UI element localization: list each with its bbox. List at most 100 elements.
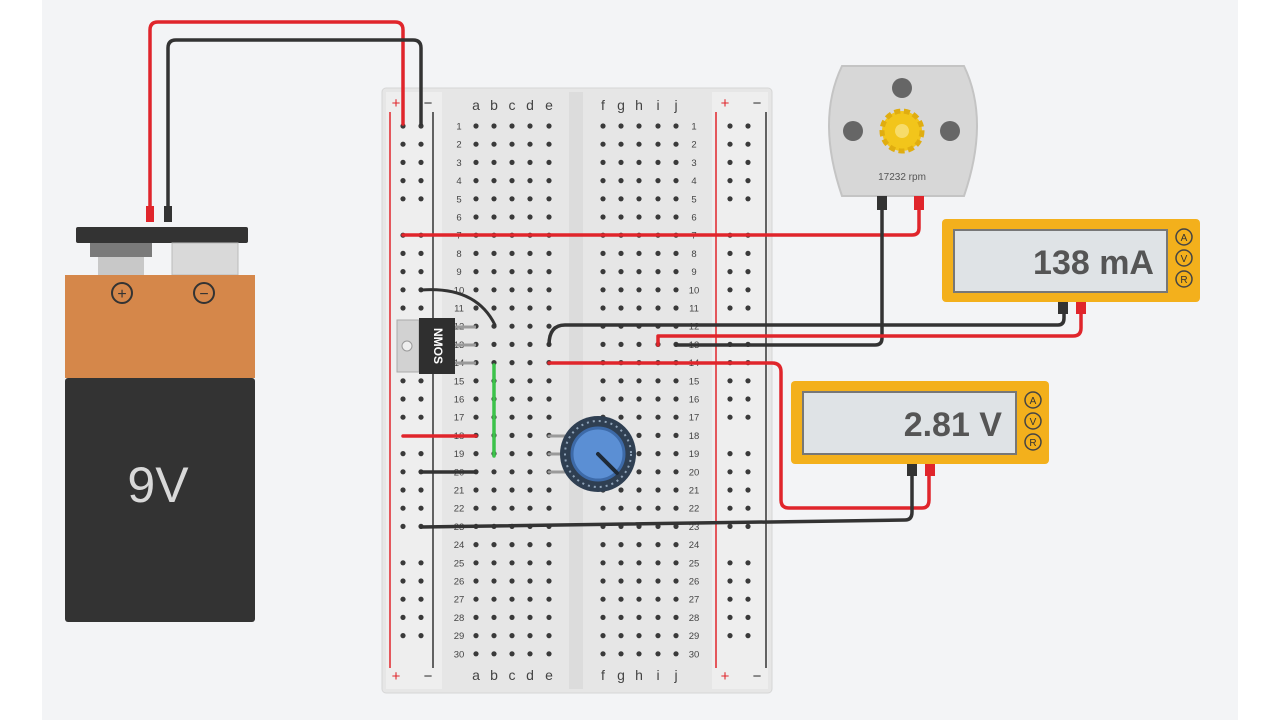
rail-hole[interactable] bbox=[418, 578, 424, 584]
breadboard-hole[interactable] bbox=[673, 287, 679, 293]
breadboard-hole[interactable] bbox=[673, 141, 679, 147]
breadboard-hole[interactable] bbox=[600, 505, 606, 511]
breadboard-holes[interactable] bbox=[400, 123, 751, 657]
breadboard-hole[interactable] bbox=[655, 196, 661, 202]
rail-hole[interactable] bbox=[400, 560, 406, 566]
breadboard-hole[interactable] bbox=[491, 269, 497, 275]
breadboard-hole[interactable] bbox=[618, 305, 624, 311]
breadboard-hole[interactable] bbox=[509, 469, 515, 475]
breadboard-hole[interactable] bbox=[600, 178, 606, 184]
breadboard-hole[interactable] bbox=[655, 432, 661, 438]
breadboard-hole[interactable] bbox=[473, 159, 479, 165]
breadboard-hole[interactable] bbox=[636, 341, 642, 347]
breadboard-hole[interactable] bbox=[546, 305, 552, 311]
breadboard-hole[interactable] bbox=[527, 633, 533, 639]
breadboard-hole[interactable] bbox=[527, 505, 533, 511]
breadboard-hole[interactable] bbox=[618, 414, 624, 420]
breadboard-hole[interactable] bbox=[491, 614, 497, 621]
wires[interactable] bbox=[148, 20, 1083, 529]
rail-hole[interactable] bbox=[745, 469, 751, 475]
breadboard-hole[interactable] bbox=[473, 250, 479, 256]
breadboard-hole[interactable] bbox=[673, 523, 679, 530]
mode-button-a[interactable] bbox=[1024, 391, 1042, 409]
motor-terminal-black[interactable] bbox=[877, 196, 887, 210]
breadboard-hole[interactable] bbox=[491, 596, 497, 602]
breadboard-hole[interactable] bbox=[600, 378, 606, 384]
breadboard-hole[interactable] bbox=[673, 378, 679, 384]
breadboard-hole[interactable] bbox=[546, 633, 552, 639]
potentiometer[interactable] bbox=[560, 416, 636, 492]
breadboard-hole[interactable] bbox=[546, 269, 552, 275]
rail-hole[interactable] bbox=[400, 505, 406, 511]
breadboard-hole[interactable] bbox=[546, 123, 552, 129]
breadboard-hole[interactable] bbox=[546, 323, 552, 329]
rail-hole[interactable] bbox=[418, 159, 424, 165]
breadboard-hole[interactable] bbox=[636, 596, 642, 602]
breadboard-hole[interactable] bbox=[600, 560, 606, 566]
breadboard-hole[interactable] bbox=[618, 178, 624, 184]
battery-9v[interactable]: + − 9V bbox=[65, 227, 255, 622]
breadboard-hole[interactable] bbox=[473, 414, 479, 420]
breadboard-hole[interactable] bbox=[600, 305, 606, 311]
rail-hole[interactable] bbox=[745, 141, 751, 147]
breadboard-hole[interactable] bbox=[618, 159, 624, 165]
breadboard-hole[interactable] bbox=[600, 196, 606, 202]
rail-hole[interactable] bbox=[400, 141, 406, 147]
breadboard-hole[interactable] bbox=[546, 159, 552, 165]
wire-gate-to-voltmeter[interactable] bbox=[547, 361, 931, 510]
breadboard-hole[interactable] bbox=[546, 196, 552, 202]
breadboard-hole[interactable] bbox=[636, 250, 642, 256]
breadboard-hole[interactable] bbox=[600, 651, 606, 657]
battery-minus-terminal[interactable] bbox=[171, 242, 239, 276]
rail-hole[interactable] bbox=[400, 159, 406, 165]
breadboard-hole[interactable] bbox=[491, 178, 497, 184]
breadboard-hole[interactable] bbox=[655, 269, 661, 275]
breadboard-hole[interactable] bbox=[491, 141, 497, 147]
breadboard-hole[interactable] bbox=[509, 214, 515, 220]
breadboard-hole[interactable] bbox=[527, 250, 533, 256]
rail-hole[interactable] bbox=[400, 578, 406, 584]
breadboard-hole[interactable] bbox=[618, 651, 624, 657]
breadboard-hole[interactable] bbox=[509, 487, 515, 493]
breadboard-hole[interactable] bbox=[527, 432, 533, 438]
breadboard-hole[interactable] bbox=[509, 633, 515, 639]
breadboard-hole[interactable] bbox=[527, 378, 533, 384]
breadboard-hole[interactable] bbox=[618, 487, 624, 493]
breadboard-hole[interactable] bbox=[491, 287, 497, 293]
breadboard-hole[interactable] bbox=[527, 287, 533, 293]
breadboard-hole[interactable] bbox=[673, 250, 679, 256]
breadboard-hole[interactable] bbox=[473, 396, 479, 402]
breadboard-hole[interactable] bbox=[673, 578, 679, 584]
breadboard-hole[interactable] bbox=[618, 141, 624, 147]
breadboard-hole[interactable] bbox=[600, 250, 606, 256]
rail-hole[interactable] bbox=[400, 487, 406, 493]
breadboard-hole[interactable] bbox=[636, 542, 642, 548]
breadboard-hole[interactable] bbox=[636, 396, 642, 402]
rail-hole[interactable] bbox=[418, 305, 424, 311]
breadboard-hole[interactable] bbox=[473, 451, 479, 457]
breadboard-hole[interactable] bbox=[655, 178, 661, 184]
breadboard-hole[interactable] bbox=[655, 250, 661, 256]
wire-ammeter-to-motor[interactable] bbox=[656, 302, 1083, 347]
breadboard-hole[interactable] bbox=[509, 596, 515, 602]
breadboard-hole[interactable] bbox=[546, 178, 552, 184]
breadboard-hole[interactable] bbox=[636, 269, 642, 275]
rail-hole[interactable] bbox=[400, 469, 406, 475]
breadboard-hole[interactable] bbox=[673, 414, 679, 420]
breadboard-hole[interactable] bbox=[673, 596, 679, 602]
rail-hole[interactable] bbox=[727, 523, 733, 530]
breadboard-hole[interactable] bbox=[509, 123, 515, 129]
rail-hole[interactable] bbox=[745, 287, 751, 293]
rail-hole[interactable] bbox=[745, 505, 751, 511]
mode-button-r[interactable] bbox=[1024, 433, 1042, 451]
breadboard-hole[interactable] bbox=[473, 578, 479, 584]
breadboard-hole[interactable] bbox=[618, 396, 624, 402]
breadboard-hole[interactable] bbox=[509, 560, 515, 566]
breadboard-hole[interactable] bbox=[673, 469, 679, 475]
breadboard-hole[interactable] bbox=[546, 214, 552, 220]
rail-hole[interactable] bbox=[727, 378, 733, 384]
rail-hole[interactable] bbox=[400, 305, 406, 311]
rail-hole[interactable] bbox=[418, 614, 424, 621]
breadboard-hole[interactable] bbox=[473, 378, 479, 384]
